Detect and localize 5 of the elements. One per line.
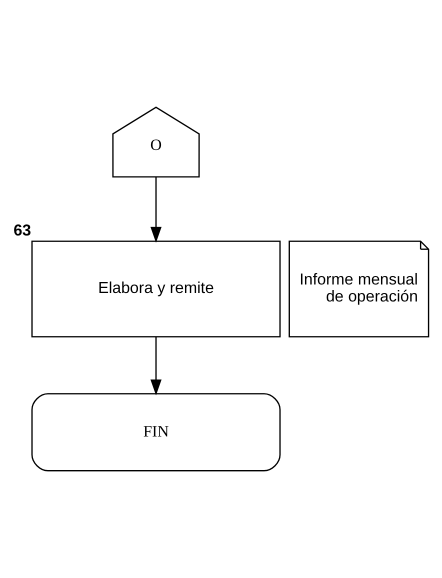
node-box: FIN — [31, 393, 281, 472]
node-label: 63 — [13, 222, 32, 240]
arrow — [150, 336, 162, 396]
arrow — [150, 176, 162, 243]
node-box: Elabora y remite — [31, 240, 281, 338]
